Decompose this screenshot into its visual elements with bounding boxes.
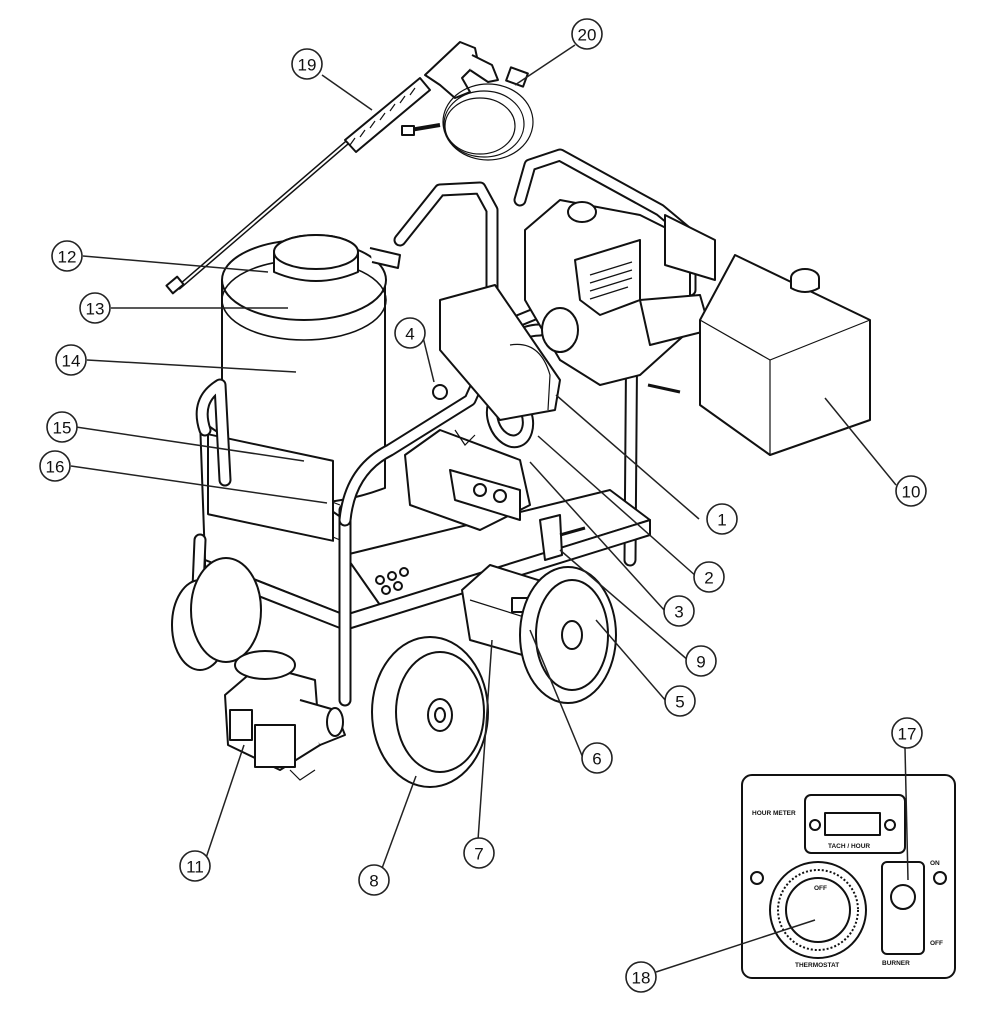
callout-circle bbox=[663, 595, 695, 627]
callout-number: 16 bbox=[46, 458, 65, 477]
callout-circle bbox=[891, 717, 923, 749]
callout-13: 13 bbox=[79, 292, 111, 324]
callout-circle bbox=[39, 450, 71, 482]
hose-coil bbox=[401, 66, 534, 161]
wheels bbox=[171, 557, 617, 788]
callout-circle bbox=[664, 685, 696, 717]
callout-circle bbox=[463, 837, 495, 869]
callout-number: 14 bbox=[62, 352, 81, 371]
callout-16: 16 bbox=[39, 450, 71, 482]
callout-circle bbox=[46, 411, 78, 443]
callout-18: 18 bbox=[625, 961, 657, 993]
fuel-tank bbox=[647, 254, 871, 456]
callout-number: 3 bbox=[674, 603, 683, 622]
callout-17: 17 bbox=[891, 717, 923, 749]
callout-3: 3 bbox=[663, 595, 695, 627]
burner-assembly bbox=[224, 650, 346, 781]
callout-8: 8 bbox=[358, 864, 390, 896]
callout-number: 4 bbox=[405, 325, 414, 344]
callout-circle bbox=[571, 18, 603, 50]
callout-number: 6 bbox=[592, 750, 601, 769]
engine bbox=[439, 199, 716, 421]
control-panel: HOUR METER TACH / HOUR OFF THERMOSTAT BU… bbox=[741, 774, 956, 979]
callout-number: 7 bbox=[474, 845, 483, 864]
callout-number: 18 bbox=[632, 969, 651, 988]
callout-circle bbox=[685, 645, 717, 677]
thermostat-label: THERMOSTAT bbox=[795, 962, 839, 969]
callout-circle bbox=[581, 742, 613, 774]
callout-number: 12 bbox=[58, 248, 77, 267]
callout-circle bbox=[394, 317, 426, 349]
callout-number: 17 bbox=[898, 725, 917, 744]
callout-6: 6 bbox=[581, 742, 613, 774]
callout-11: 11 bbox=[179, 850, 211, 882]
callout-19: 19 bbox=[291, 48, 323, 80]
callout-circle bbox=[358, 864, 390, 896]
callout-15: 15 bbox=[46, 411, 78, 443]
callout-number: 2 bbox=[704, 569, 713, 588]
callout-1: 1 bbox=[706, 503, 738, 535]
callout-10: 10 bbox=[895, 475, 927, 507]
callout-9: 9 bbox=[685, 645, 717, 677]
callout-circle bbox=[179, 850, 211, 882]
thermostat-off-label: OFF bbox=[814, 885, 827, 892]
callout-circle bbox=[291, 48, 323, 80]
callout-7: 7 bbox=[463, 837, 495, 869]
callout-number: 11 bbox=[186, 858, 204, 877]
off-label: OFF bbox=[930, 940, 943, 947]
callout-circle bbox=[625, 961, 657, 993]
callout-4: 4 bbox=[394, 317, 426, 349]
spray-wand bbox=[165, 41, 499, 295]
callout-number: 10 bbox=[902, 483, 921, 502]
callout-12: 12 bbox=[51, 240, 83, 272]
callout-14: 14 bbox=[55, 344, 87, 376]
callout-number: 19 bbox=[298, 56, 317, 75]
callout-number: 1 bbox=[717, 511, 726, 530]
tach-hour-label: TACH / HOUR bbox=[828, 843, 870, 850]
hour-meter-label: HOUR METER bbox=[752, 810, 796, 817]
callout-number: 20 bbox=[578, 26, 597, 45]
leader-lines bbox=[70, 44, 909, 973]
callout-2: 2 bbox=[693, 561, 725, 593]
callout-circle bbox=[55, 344, 87, 376]
callout-circle bbox=[79, 292, 111, 324]
callout-20: 20 bbox=[571, 18, 603, 50]
callout-5: 5 bbox=[664, 685, 696, 717]
callout-circle bbox=[51, 240, 83, 272]
callout-number: 9 bbox=[696, 653, 705, 672]
callout-number: 8 bbox=[369, 872, 378, 891]
callout-circle bbox=[693, 561, 725, 593]
on-label: ON bbox=[930, 860, 940, 867]
callout-number: 15 bbox=[53, 419, 72, 438]
callout-number: 13 bbox=[86, 300, 105, 319]
callout-number: 5 bbox=[675, 693, 684, 712]
callout-circle bbox=[895, 475, 927, 507]
burner-label: BURNER bbox=[882, 960, 910, 967]
callout-circle bbox=[706, 503, 738, 535]
